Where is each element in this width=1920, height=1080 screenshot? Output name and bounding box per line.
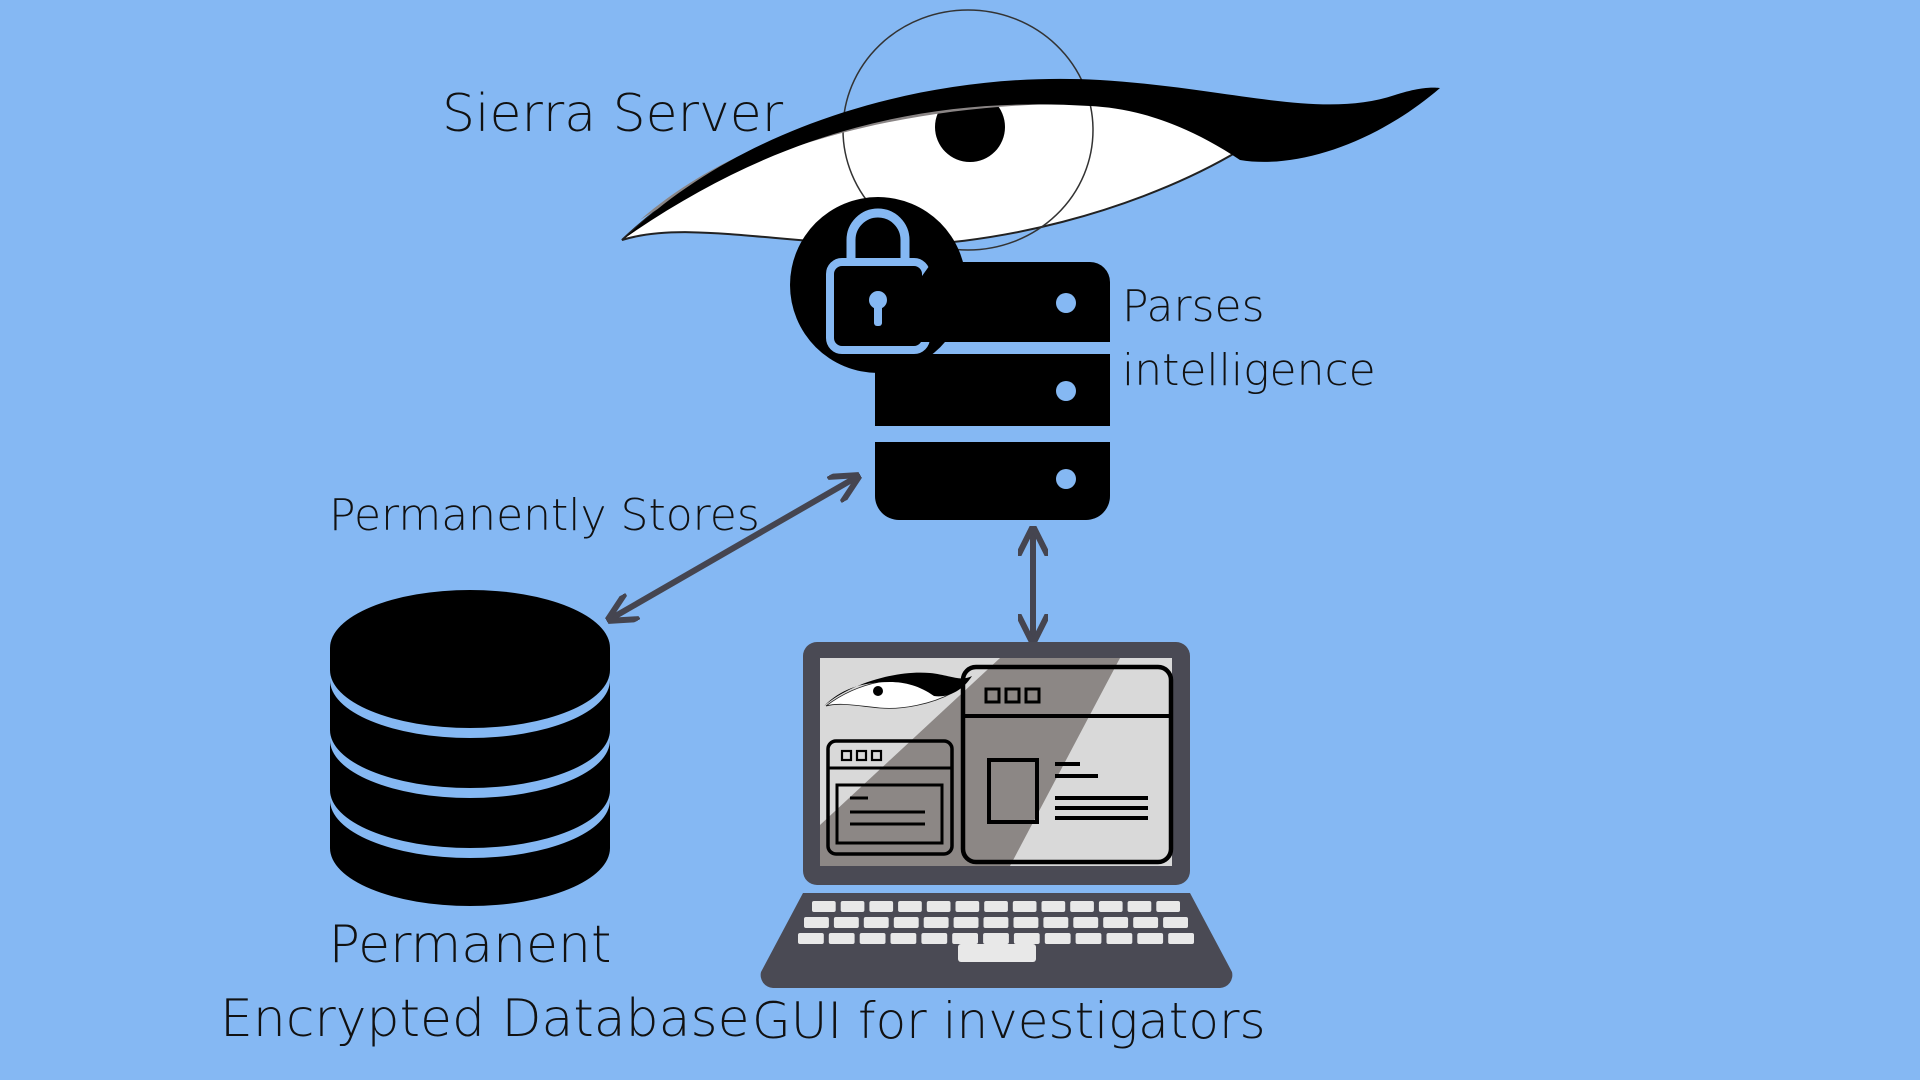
database-icon — [330, 590, 610, 906]
keyboard-key — [812, 901, 836, 912]
keyboard-key — [840, 901, 865, 912]
app-window-small — [826, 739, 954, 856]
keyboard-key — [1070, 901, 1094, 912]
keyboard-key — [798, 933, 824, 944]
keyboard-key — [1012, 901, 1037, 912]
eye-icon — [621, 9, 1440, 251]
server-role-line1: Parses — [1122, 281, 1265, 332]
keyboard-key — [926, 901, 951, 912]
storage-link-arrow — [612, 478, 855, 618]
keyboard-key — [1098, 901, 1123, 912]
keyboard-key — [1013, 933, 1040, 944]
database-label: Permanent Encrypted Database — [220, 908, 750, 1056]
keyboard-key — [859, 933, 886, 944]
keyboard-key — [921, 933, 948, 944]
keyboard-key — [804, 917, 829, 928]
keyboard-key — [869, 901, 894, 912]
keyboard-key — [1041, 901, 1066, 912]
database-line2: Encrypted Database — [220, 989, 750, 1049]
keyboard-key — [955, 901, 980, 912]
keyboard-key — [983, 933, 1009, 944]
keyboard-key — [1075, 933, 1102, 944]
keyboard-key — [828, 933, 855, 944]
app-window-large — [960, 664, 1174, 865]
keyboard-key — [1073, 917, 1099, 928]
keyboard-key — [1043, 917, 1069, 928]
server-role-label: Parses intelligence — [1122, 275, 1376, 403]
trackpad — [958, 944, 1036, 962]
keyboard-key — [1137, 933, 1164, 944]
keyboard-key — [833, 917, 859, 928]
keyboard-key — [1127, 901, 1152, 912]
laptop-caption-label: GUI for investigators — [752, 992, 1266, 1050]
laptop-icon — [760, 642, 1233, 988]
keyboard-key — [898, 901, 922, 912]
keyboard-key — [1168, 933, 1194, 944]
keyboard-key — [890, 933, 917, 944]
keyboard-key — [923, 917, 949, 928]
server-role-line2: intelligence — [1122, 345, 1376, 396]
keyboard-key — [1133, 917, 1159, 928]
keyboard-key — [953, 917, 979, 928]
keyboard-key — [1013, 917, 1039, 928]
database-line1: Permanent — [328, 915, 612, 975]
keyboard-key — [984, 901, 1008, 912]
server-stack-icon — [875, 262, 1110, 520]
keyboard-key — [893, 917, 919, 928]
keyboard-key — [863, 917, 889, 928]
keyboard-key — [1156, 901, 1180, 912]
keyboard-key — [1044, 933, 1071, 944]
mini-eye-logo — [824, 672, 972, 709]
keyboard-key — [952, 933, 978, 944]
server-title-label: Sierra Server — [442, 84, 784, 144]
keyboard-key — [1106, 933, 1133, 944]
keyboard — [798, 901, 1194, 944]
storage-link-label: Permanently Stores — [329, 490, 760, 541]
keyboard-key — [1163, 917, 1188, 928]
keyboard-key — [983, 917, 1009, 928]
keyboard-key — [1103, 917, 1129, 928]
